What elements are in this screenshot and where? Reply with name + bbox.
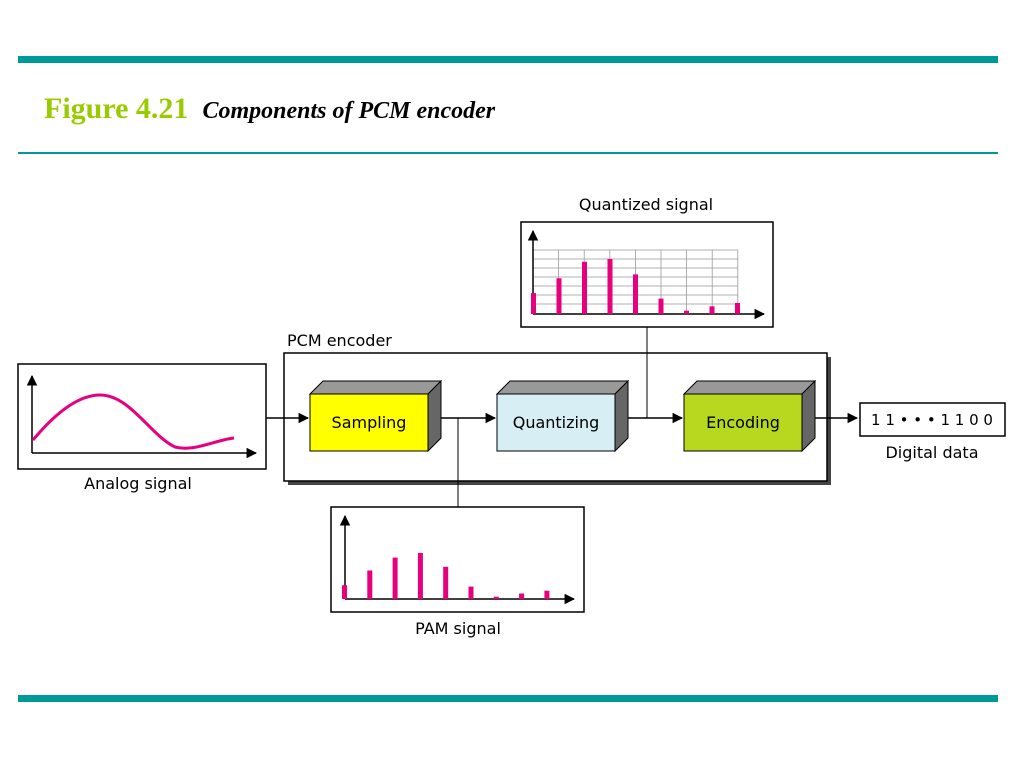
quantized-bar (531, 293, 536, 314)
quantized-bar (556, 278, 562, 314)
pam-bar (544, 590, 550, 599)
pam-bars (342, 553, 550, 599)
digital-data-box (859, 402, 1006, 437)
analog-signal-curve (31, 393, 235, 450)
sampling-label: Sampling (332, 413, 407, 432)
quantized-bar (607, 259, 613, 314)
pam-bar (519, 593, 525, 599)
quantized-bars (531, 259, 740, 314)
quantized-signal-label: Quantized signal (579, 195, 713, 214)
sampling-block-face (309, 393, 429, 452)
pam-bar (493, 596, 499, 599)
quantized-bar (658, 298, 664, 314)
encoding-block: Encoding (682, 379, 817, 453)
quantized-bar (633, 274, 638, 314)
quantized-bar (709, 306, 715, 314)
encoder-label: PCM encoder (287, 331, 392, 350)
encoding-block-face (683, 393, 803, 452)
pam-bar (468, 586, 474, 599)
bottom-rule (18, 695, 998, 702)
quantizing-block: Quantizing (495, 379, 630, 453)
figure-caption: Components of PCM encoder (202, 98, 496, 124)
pam-signal-box (330, 506, 585, 613)
sampling-block: Sampling (308, 379, 443, 453)
pam-bar (392, 557, 398, 599)
encoding-label: Encoding (706, 413, 780, 432)
quantized-bar (735, 303, 740, 314)
slide-title: Figure 4.21 Components of PCM encoder (44, 92, 495, 126)
quantized-signal-box (520, 221, 774, 328)
title-rule (18, 152, 998, 154)
analog-signal-panel: Analog signal (17, 363, 267, 493)
analog-signal-box (17, 363, 267, 470)
pam-bar (417, 553, 423, 599)
digital-data-output: 1 1 • • • 1 1 0 0 Digital data (859, 402, 1006, 462)
top-rule (18, 56, 998, 63)
quantized-signal-panel: Quantized signal (520, 195, 774, 328)
analog-signal-label: Analog signal (84, 474, 192, 493)
digital-data-value: 1 1 • • • 1 1 0 0 (871, 411, 993, 429)
quantized-bar (684, 310, 689, 314)
pam-bar (367, 570, 373, 599)
figure-number: Figure 4.21 (44, 92, 189, 125)
quantized-bar (582, 261, 587, 314)
pam-signal-label: PAM signal (415, 619, 501, 638)
digital-data-label: Digital data (885, 443, 978, 462)
pam-signal-panel: PAM signal (330, 506, 585, 638)
pam-bar (443, 566, 449, 599)
quantizing-block-face (496, 393, 616, 452)
pam-bar (342, 585, 347, 599)
quantizing-label: Quantizing (513, 413, 600, 432)
